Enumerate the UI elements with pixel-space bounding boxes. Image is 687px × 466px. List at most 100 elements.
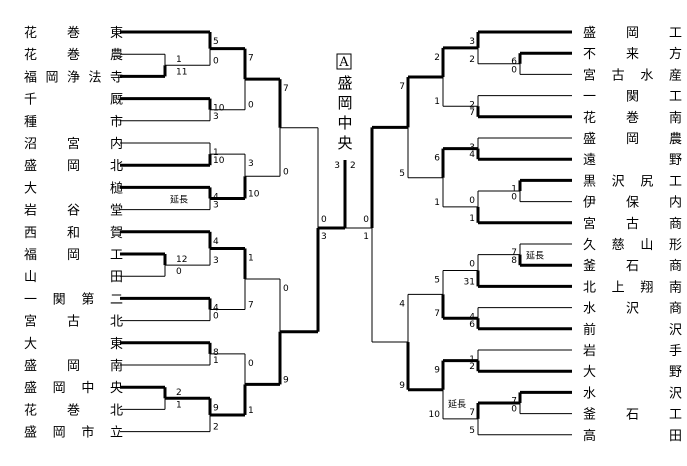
winner-name-char: 中: [337, 114, 352, 132]
right-team-name: 釜石商: [583, 259, 682, 274]
score-label: 3: [213, 256, 219, 266]
right-team-name: 不来方: [583, 46, 682, 62]
score-label: 9: [283, 375, 289, 385]
right-team-name: 前沢: [583, 322, 682, 338]
score-label: 0: [248, 359, 254, 369]
left-team-name: 花巻北: [24, 402, 123, 418]
score-label: 3: [248, 159, 254, 169]
left-team-name: 花巻東: [24, 25, 123, 41]
score-label: 8: [213, 348, 219, 358]
right-team-name: 宮古水産: [583, 67, 682, 83]
score-label: 9: [434, 366, 440, 376]
score-label: 0: [511, 193, 517, 203]
score-label: 7: [248, 301, 254, 311]
left-team-name: 岩谷堂: [24, 204, 123, 219]
score-label: 3: [469, 143, 475, 153]
score-label: 2: [434, 53, 440, 63]
score-label: 1: [248, 406, 254, 416]
score-label: 7: [399, 82, 405, 92]
score-label: 5: [213, 37, 219, 47]
score-label: 9: [399, 381, 405, 391]
left-team-name: 種市: [24, 114, 123, 130]
bracket-labels: 花巻東花巻農福岡浄法寺千厩種市沼宮内盛岡北大槌岩谷堂西和賀福岡工山田一関第二宮古…: [24, 25, 682, 444]
score-label: 5: [434, 276, 440, 286]
score-label: 12: [176, 255, 187, 265]
right-team-name: 釜石工: [583, 408, 682, 423]
score-label: 1: [213, 356, 219, 366]
score-label: 6: [434, 154, 440, 164]
winner-name-char: 盛: [337, 74, 352, 92]
score-label: 0: [213, 56, 219, 66]
score-label: 4: [469, 150, 475, 160]
score-label: 1: [511, 184, 517, 194]
score-label: 4: [213, 303, 219, 313]
score-label: 0: [511, 405, 517, 415]
score-label: 1: [248, 253, 254, 263]
score-label: 4: [213, 192, 219, 202]
right-team-name: 伊保内: [583, 195, 682, 211]
right-team-name: 水沢: [583, 386, 682, 401]
score-label: 7: [283, 84, 289, 94]
score-label: 10: [213, 104, 225, 114]
right-team-name: 花巻南: [583, 110, 682, 126]
score-label: 6: [511, 57, 517, 67]
score-label: 3: [213, 201, 219, 211]
score-label: 1: [176, 400, 182, 410]
score-label: 0: [283, 284, 289, 294]
left-team-name: 盛岡市立: [24, 425, 123, 441]
score-label: 0: [321, 215, 327, 225]
right-team-name: 盛岡工: [583, 26, 682, 41]
left-team-name: 花巻農: [24, 47, 123, 63]
right-team-name: 岩手: [583, 344, 682, 359]
score-label: 9: [213, 403, 219, 413]
score-label: 1: [469, 214, 475, 224]
score-label: 2: [350, 161, 356, 171]
score-label: 0: [176, 267, 182, 277]
block-label-box: [336, 53, 352, 70]
score-label: 3: [334, 161, 340, 171]
score-label: 4: [213, 237, 219, 247]
score-label: 31: [464, 277, 475, 287]
right-team-name: 水沢商: [583, 302, 682, 317]
right-team-name: 遠野: [583, 153, 682, 168]
left-team-name: 盛岡北: [24, 159, 123, 174]
left-team-name: 福岡浄法寺: [24, 70, 123, 85]
score-label: 5: [399, 169, 405, 179]
score-label: 3: [321, 232, 327, 242]
left-team-name: 西和賀: [24, 226, 123, 241]
extra-time-note: 延長: [448, 398, 466, 410]
score-label: 3: [213, 112, 219, 122]
score-label: 0: [469, 260, 475, 270]
score-label: 7: [434, 309, 440, 319]
extra-time-note: 延長: [170, 194, 188, 206]
score-label: 1: [213, 148, 219, 158]
right-team-name: 盛岡農: [583, 132, 682, 147]
score-label: 4: [399, 299, 405, 309]
score-label: 2: [469, 55, 475, 65]
left-team-name: 山田: [24, 270, 123, 285]
left-team-name: 大東: [24, 336, 123, 352]
left-team-name: 宮古北: [24, 314, 123, 330]
score-label: 2: [469, 101, 475, 111]
score-label: 6: [469, 320, 475, 330]
score-label: 0: [511, 65, 517, 75]
score-label: 3: [469, 37, 475, 47]
right-team-name: 北上翔南: [583, 279, 682, 295]
score-label: 4: [469, 313, 475, 323]
score-label: 8: [511, 256, 517, 266]
score-label: 1: [434, 97, 440, 107]
score-label: 7: [469, 108, 475, 118]
score-label: 10: [213, 156, 225, 166]
left-team-name: 一関第二: [24, 292, 123, 307]
score-label: 2: [469, 362, 475, 372]
score-label: 1: [434, 198, 440, 208]
left-team-name: 盛岡中央: [24, 381, 123, 396]
right-team-name: 黒沢尻工: [583, 174, 682, 189]
right-team-name: 大野: [583, 365, 682, 380]
left-team-name: 福岡工: [24, 248, 123, 263]
score-label: 7: [511, 248, 517, 258]
block-label: A: [338, 55, 349, 70]
score-label: 1: [176, 55, 182, 65]
